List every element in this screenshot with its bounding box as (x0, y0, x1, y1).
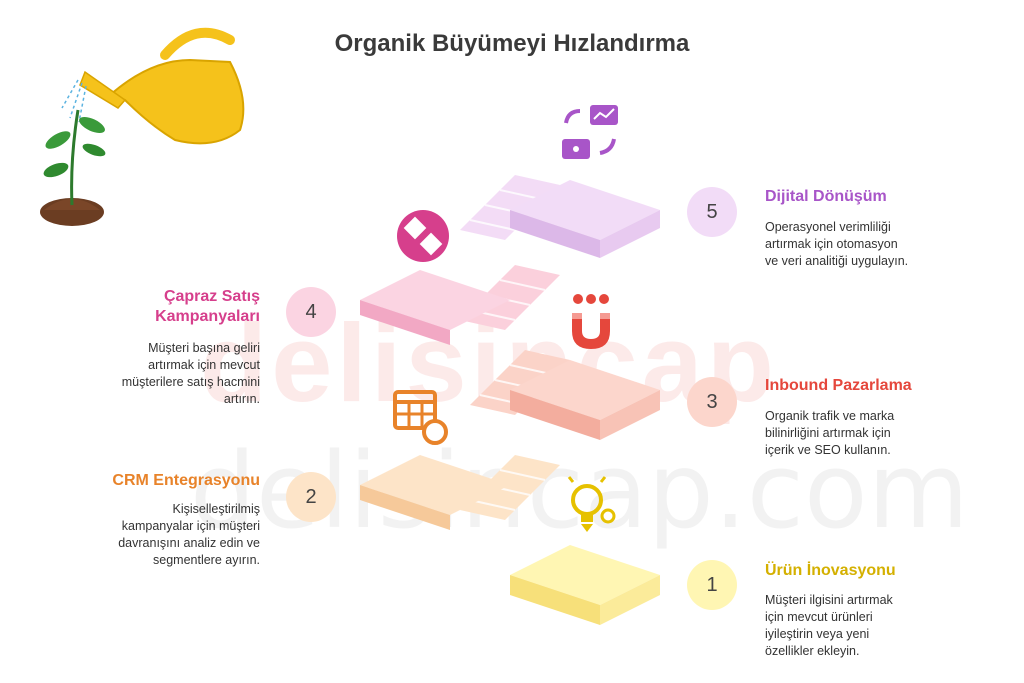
step-number-3: 3 (687, 377, 737, 427)
step-title-3: Inbound Pazarlama (765, 377, 912, 394)
monitor-exchange-icon (562, 105, 618, 159)
magnet-people-icon (572, 294, 610, 349)
step-number-4: 4 (286, 287, 336, 337)
step-number-5: 5 (687, 187, 737, 237)
table-sync-icon (393, 390, 448, 445)
plant-icon (40, 109, 106, 226)
gear-swap-icon (397, 210, 449, 262)
step-title-5: Dijital Dönüşüm (765, 188, 887, 205)
step-number-2: 2 (286, 472, 336, 522)
step-title-1: Ürün İnovasyonu (765, 562, 896, 579)
step-number-1: 1 (687, 560, 737, 610)
landing-3 (510, 360, 660, 440)
page-title: Organik Büyümeyi Hızlandırma (334, 30, 690, 57)
step-title-2: CRM Entegrasyonu (112, 472, 260, 489)
landing-1 (510, 545, 660, 625)
watering-can-icon (61, 27, 245, 145)
landing-4 (360, 270, 510, 345)
lightbulb-gear-icon (567, 476, 616, 532)
landing-5 (510, 180, 660, 258)
landing-2 (360, 455, 510, 530)
